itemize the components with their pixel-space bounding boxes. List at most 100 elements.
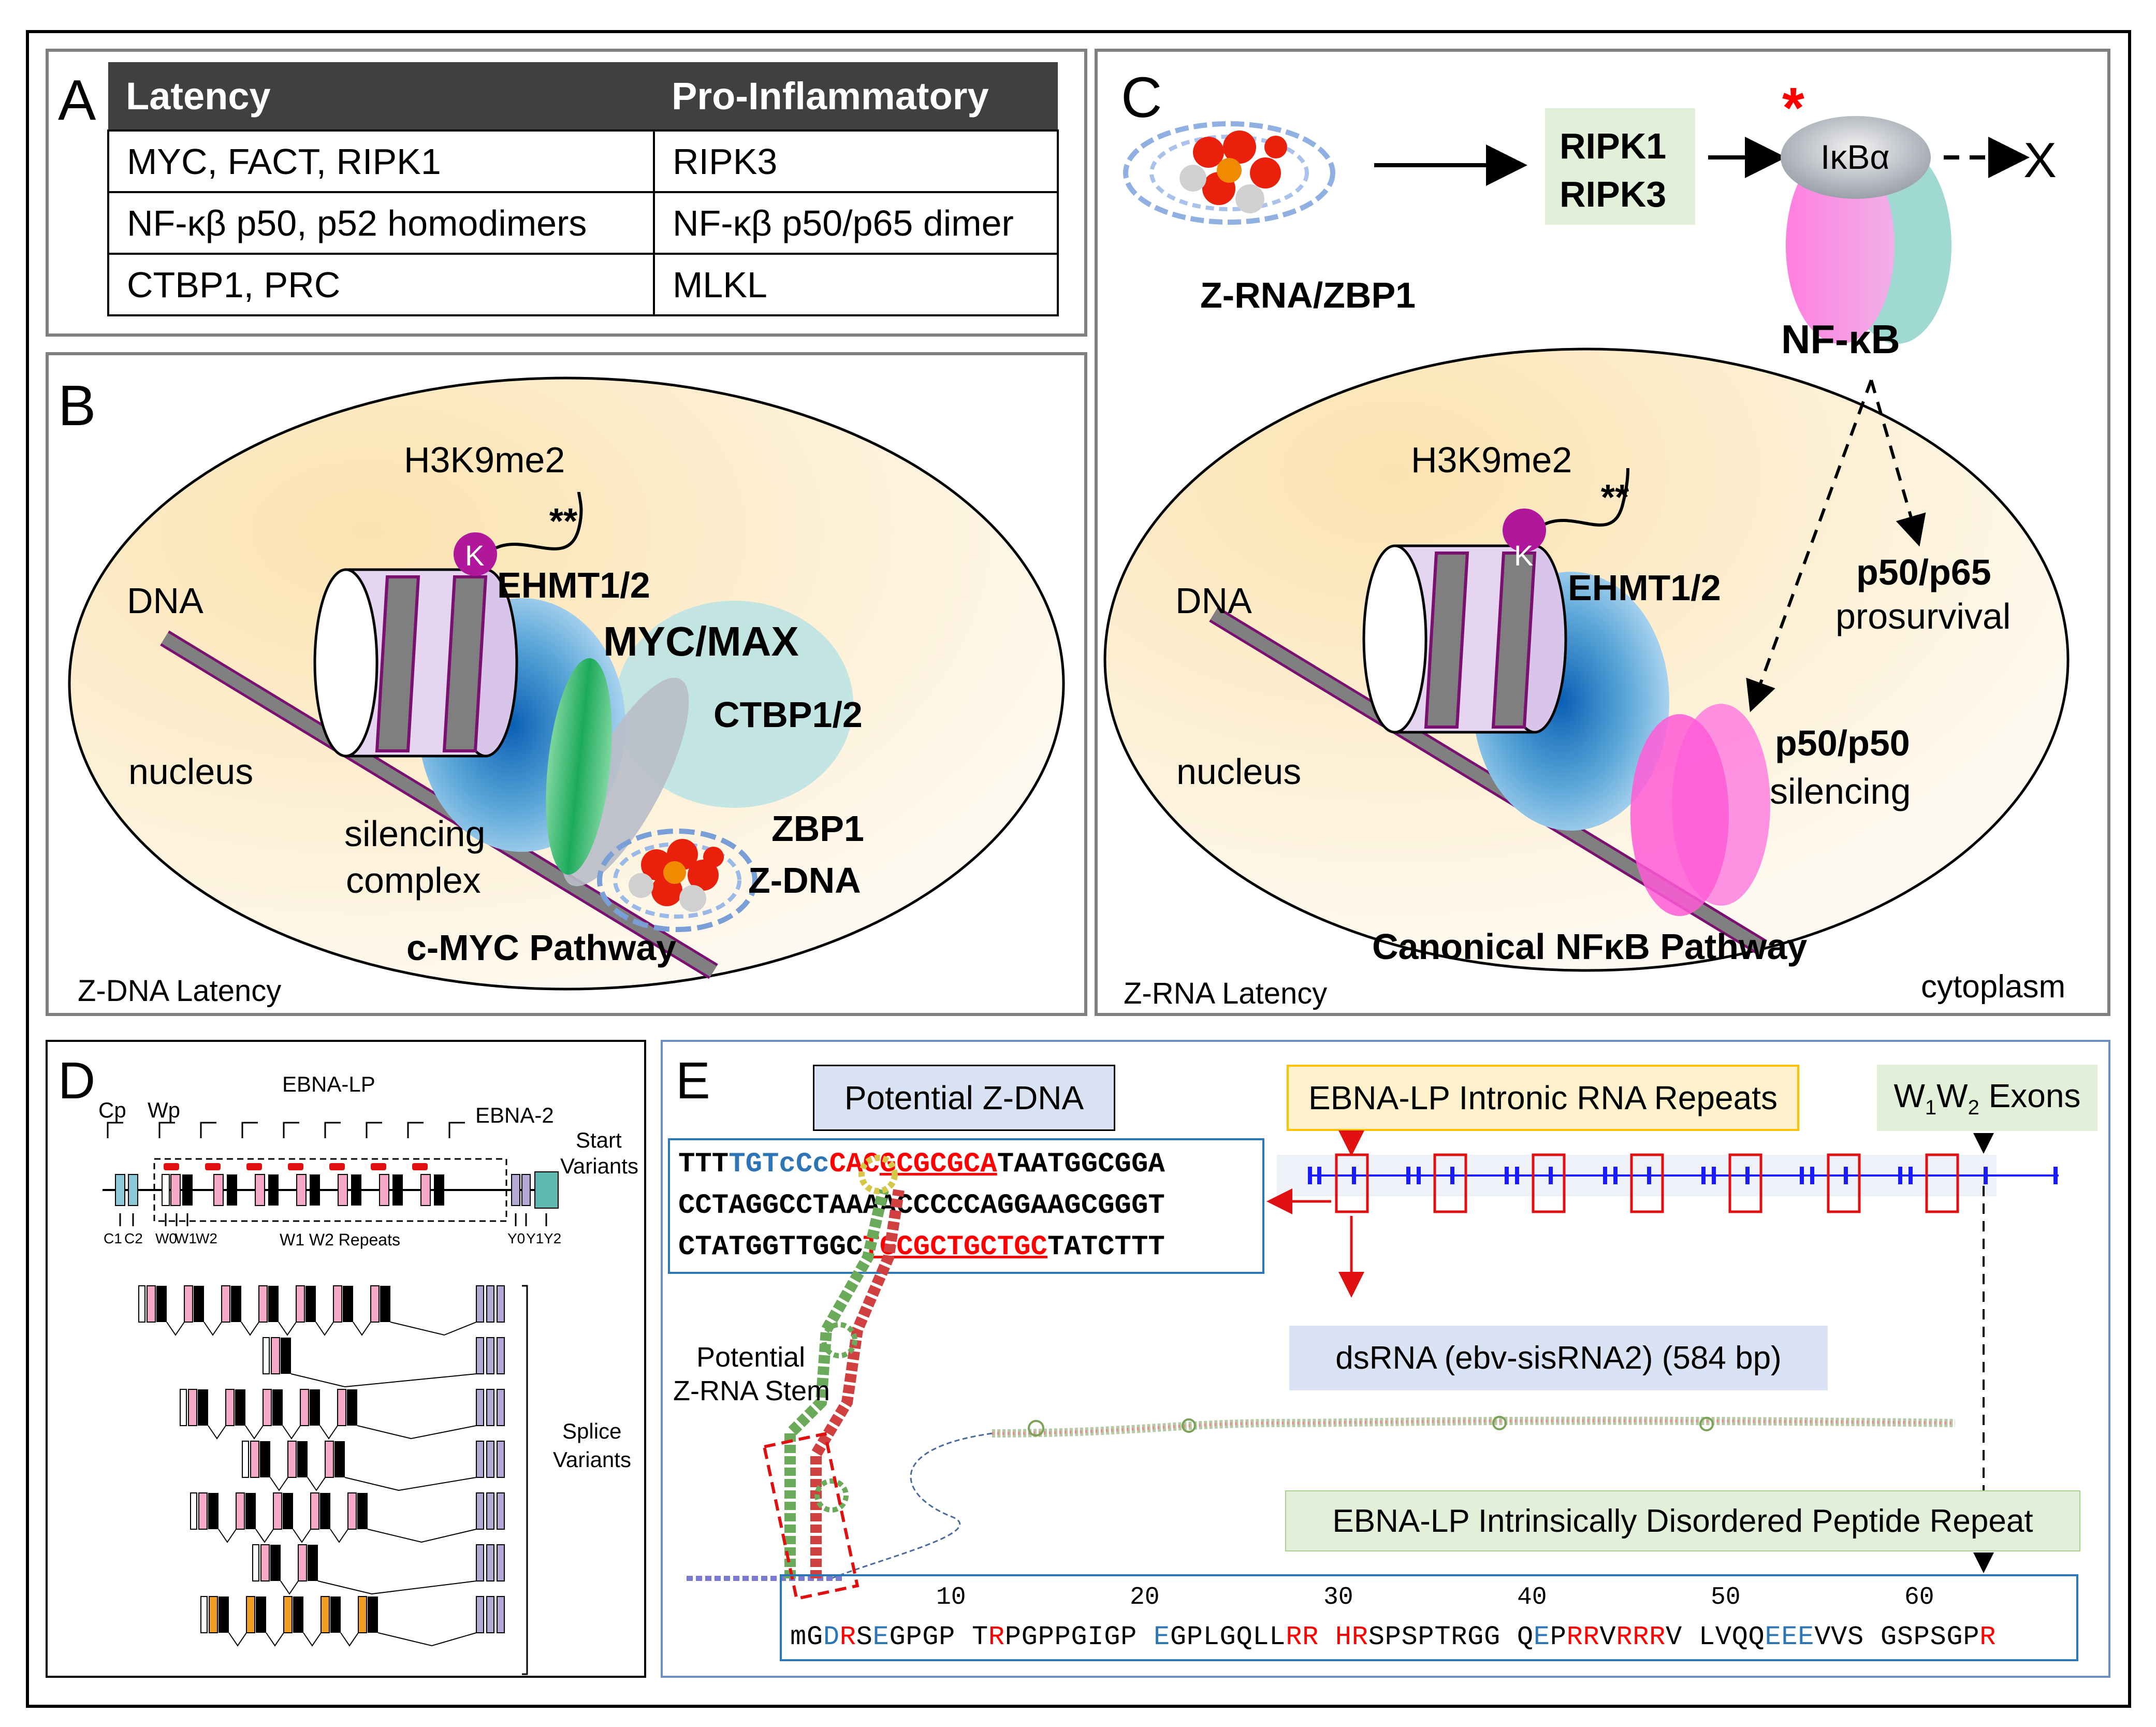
exon-block	[317, 1580, 477, 1595]
d-label-w2: W2	[196, 1230, 217, 1246]
peptide-segment: E	[1153, 1622, 1170, 1652]
exon-block	[330, 1597, 341, 1633]
d-letter: D	[58, 1052, 96, 1110]
exon-block	[256, 1597, 266, 1633]
c-k: K	[1514, 539, 1534, 572]
exon-block	[370, 1285, 380, 1323]
exon-block	[221, 1285, 230, 1323]
panel-e-drawing	[687, 1130, 2059, 1601]
b-stars: **	[549, 501, 578, 541]
exon-block	[476, 1544, 484, 1581]
exon-block	[340, 1632, 359, 1647]
exon-block	[497, 1337, 505, 1374]
d-splice: Splice	[562, 1419, 622, 1443]
b-dna: DNA	[127, 580, 203, 621]
exon-block	[218, 1529, 237, 1543]
peptide-segment: RRR	[1616, 1622, 1666, 1652]
table-row: NF-κβ p50, p52 homodimers NF-κβ p50/p65 …	[107, 191, 1059, 255]
exon-block	[330, 1529, 348, 1543]
panel-c	[1095, 49, 2110, 1016]
exon-block	[344, 1477, 477, 1491]
exon-block	[283, 1596, 293, 1633]
zrna-stem-loop	[687, 1155, 905, 1601]
d-label-y2: Y2	[544, 1230, 562, 1246]
exon-block	[278, 1322, 297, 1336]
exon-block	[315, 1322, 334, 1336]
b-zdna: Z-DNA	[748, 860, 861, 901]
exon-block	[308, 1545, 318, 1581]
exon-block	[303, 1632, 322, 1647]
figure-frame	[26, 30, 2131, 1708]
d-start-variants: Variants	[560, 1154, 638, 1178]
c-ikba: IκBα	[1820, 138, 1890, 176]
idp-label: EBNA-LP Intrinsically Disordered Peptide…	[1332, 1503, 2033, 1539]
exon-block	[497, 1544, 505, 1581]
exon-block	[260, 1544, 270, 1581]
panel-e	[661, 1040, 2110, 1678]
exon-block	[156, 1286, 167, 1322]
b-pathway: c-MYC Pathway	[406, 927, 677, 968]
exon-block	[203, 1322, 222, 1336]
exon-block	[236, 1492, 245, 1530]
exon-block	[271, 1337, 280, 1374]
exon-block	[357, 1425, 477, 1440]
peptide-segment: V	[1599, 1622, 1616, 1652]
c-prosurvival: prosurvival	[1835, 596, 2011, 636]
peptide-segment: E	[1533, 1622, 1550, 1652]
exon-block	[263, 1337, 270, 1374]
exon-block	[250, 1441, 259, 1478]
d-wp: Wp	[148, 1098, 180, 1122]
peptide-segment: R	[988, 1622, 1005, 1652]
exon-block	[272, 1389, 283, 1426]
exon-block	[245, 1493, 256, 1529]
table-row: CTBP1, PRC MLKL	[107, 253, 1059, 316]
exon-block	[347, 1389, 357, 1426]
exon-block	[218, 1597, 229, 1633]
table-header-row: Latency Pro-Inflammatory	[108, 62, 1058, 130]
exon-block	[319, 1425, 338, 1440]
exon-block	[486, 1337, 494, 1374]
exon-block	[166, 1322, 185, 1336]
peptide-segment: RR	[1566, 1622, 1600, 1652]
w-repeat-exons	[162, 1163, 444, 1206]
peptide-segment: R	[839, 1622, 856, 1652]
dsrna-label: dsRNA (ebv-sisRNA2) (584 bp)	[1335, 1340, 1782, 1376]
exon-block	[200, 1596, 208, 1633]
exon-block	[486, 1544, 494, 1581]
table-row: MYC, FACT, RIPK1 RIPK3	[107, 129, 1059, 193]
exon-block	[367, 1529, 477, 1543]
exon-block	[337, 1389, 346, 1426]
exon-block	[228, 1632, 247, 1647]
exon-block	[497, 1285, 505, 1323]
exon-block	[377, 1632, 477, 1647]
exon-block	[476, 1492, 484, 1530]
d-label-y1: Y1	[526, 1230, 544, 1246]
panel-b	[46, 352, 1087, 1016]
peptide-segment: P	[1550, 1622, 1567, 1652]
exon-block	[321, 1596, 330, 1633]
potential-zdna-label: Potential Z-DNA	[844, 1079, 1084, 1116]
exon-block	[300, 1389, 309, 1426]
exon-block	[353, 1322, 371, 1336]
exon-block	[270, 1477, 288, 1491]
exon-block	[368, 1597, 378, 1633]
peptide-box	[780, 1574, 2078, 1661]
exon-block	[293, 1597, 303, 1633]
intronic-repeats-label: EBNA-LP Intronic RNA Repeats	[1308, 1079, 1778, 1116]
peptide-segment: GSPSGP	[1880, 1622, 1980, 1652]
d-cp: Cp	[98, 1098, 126, 1122]
panel-a	[46, 49, 1087, 337]
exon-block	[476, 1389, 484, 1426]
e-letter: E	[676, 1052, 710, 1110]
c-corner-label: Z-RNA Latency	[1124, 977, 1328, 1010]
peptide-segment: E	[872, 1622, 890, 1652]
d-ebna2: EBNA-2	[475, 1103, 554, 1127]
exon-block	[138, 1285, 145, 1323]
exon-block	[358, 1596, 367, 1633]
exon-block	[280, 1580, 299, 1595]
c-star: *	[1782, 76, 1804, 140]
splice-variant-exons	[138, 1285, 505, 1647]
b-silencing: silencing	[344, 814, 486, 854]
exon-block	[486, 1596, 494, 1633]
exon-block	[497, 1596, 505, 1633]
